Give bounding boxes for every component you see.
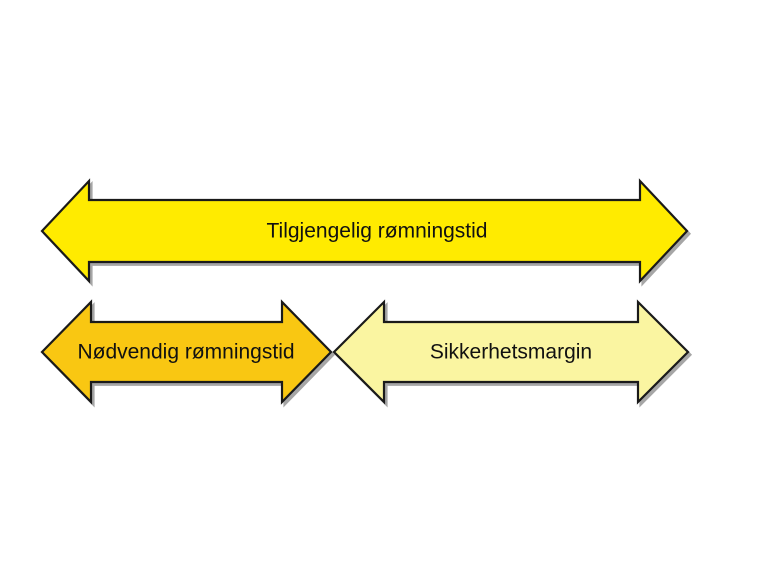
label-required-evacuation-time: Nødvendig rømningstid [77, 341, 294, 364]
arrow-available-evacuation-time: Tilgjengelig rømningstid [40, 178, 692, 287]
double-arrow-required-time [40, 299, 333, 405]
label-safety-margin: Sikkerhetsmargin [430, 341, 592, 364]
label-available-evacuation-time: Tilgjengelig rømningstid [267, 220, 488, 243]
arrow-required-evacuation-time: Nødvendig rømningstid [40, 299, 336, 408]
double-arrow-safety-margin [332, 299, 690, 405]
double-arrow-available-time [40, 178, 689, 284]
arrow-safety-margin: Sikkerhetsmargin [332, 299, 693, 408]
